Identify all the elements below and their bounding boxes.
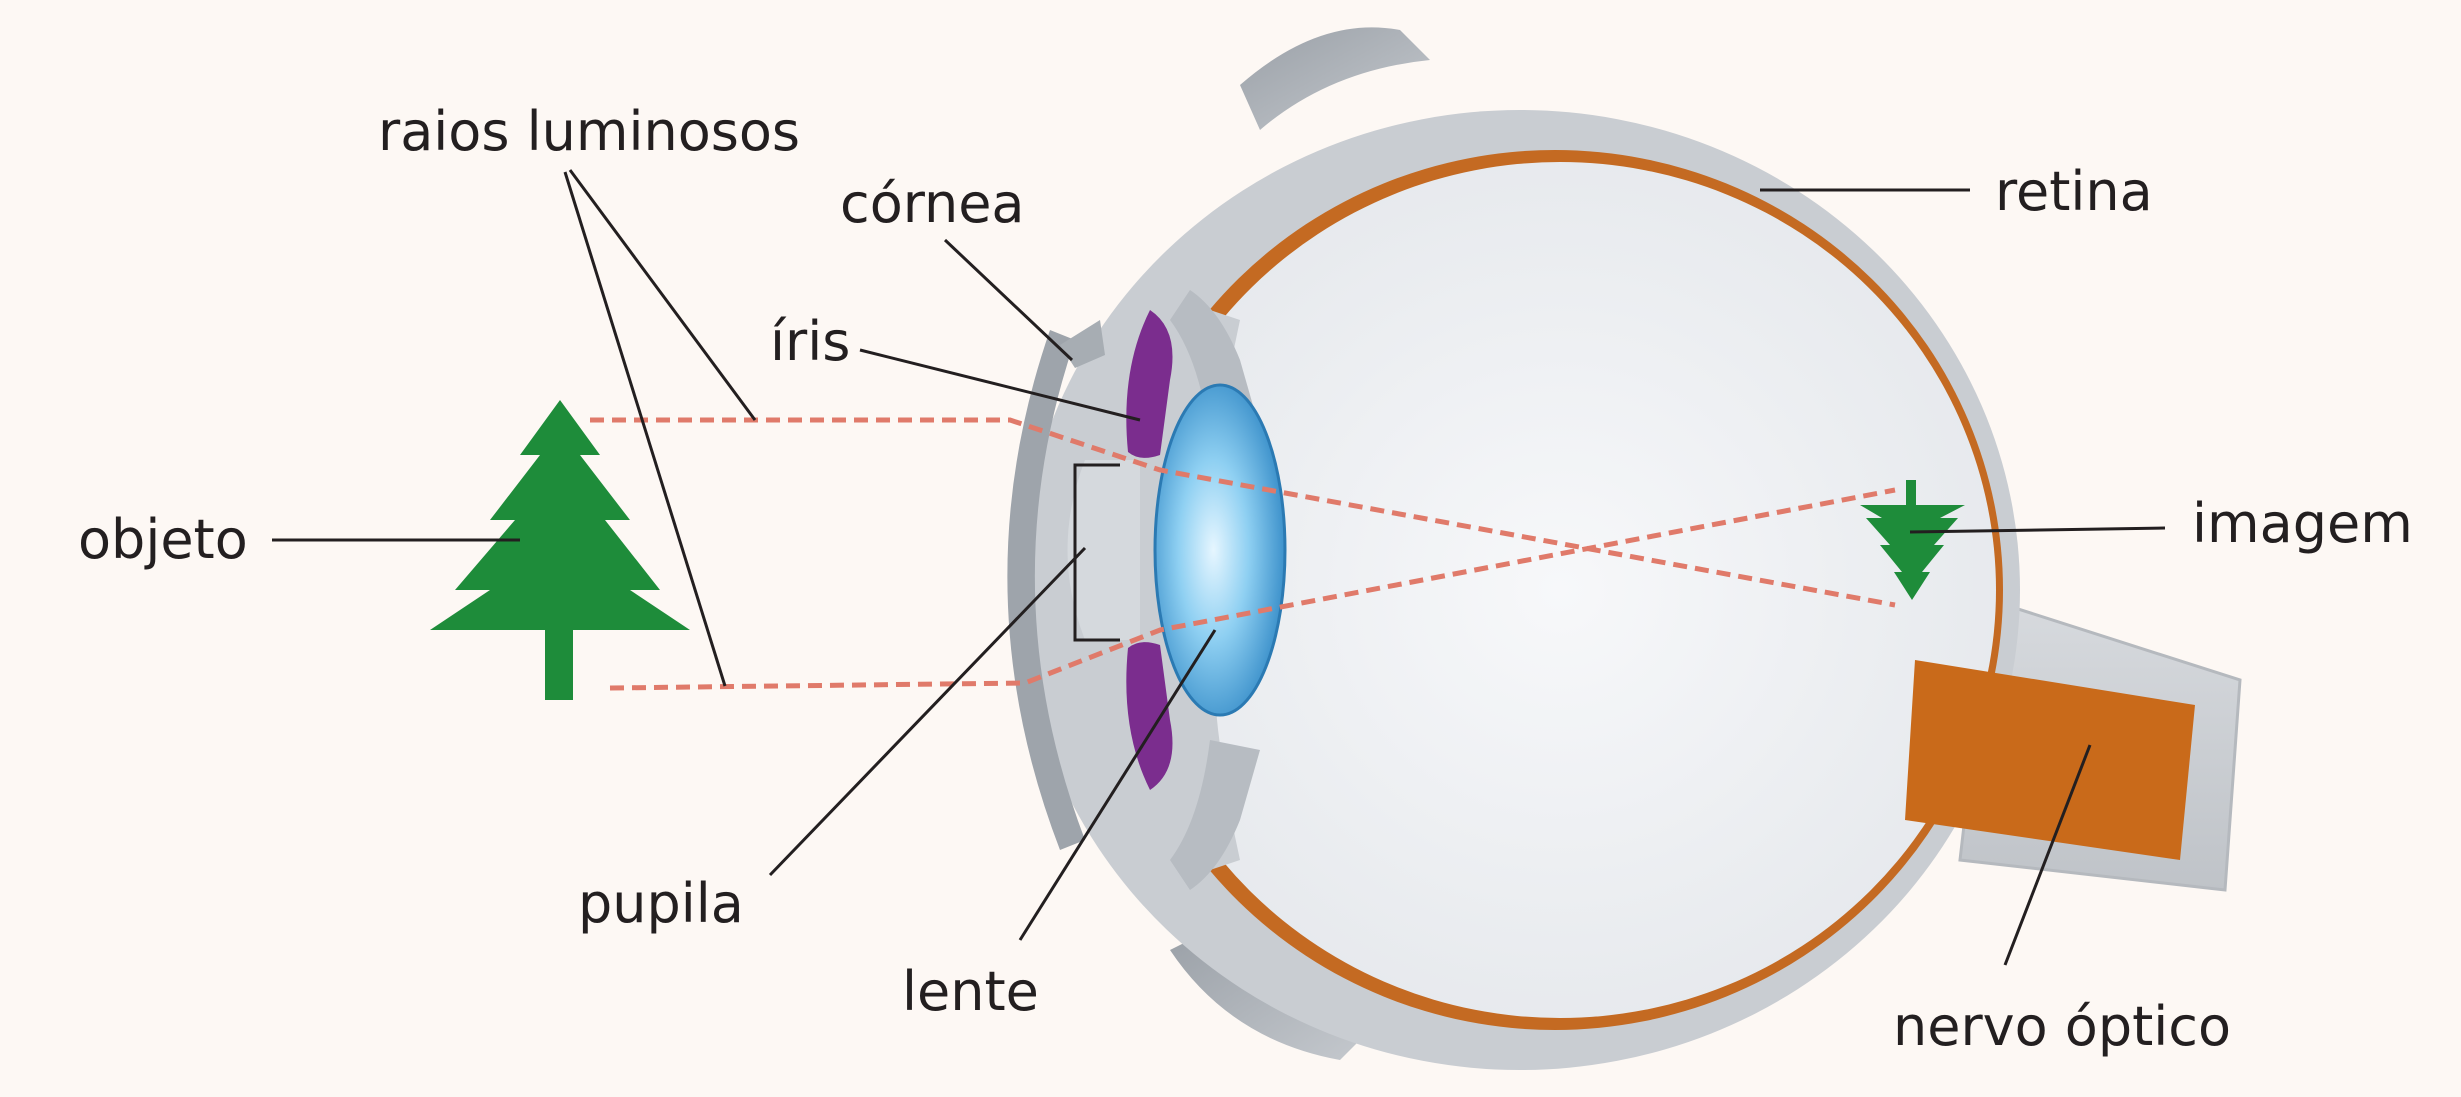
label-object: objeto [78,508,248,571]
label-cornea: córnea [840,172,1025,235]
label-pupil: pupila [578,872,744,935]
label-lens: lente [902,960,1039,1023]
pupil-area [1068,460,1141,640]
lens [1155,385,1285,715]
label-optic-nerve: nervo óptico [1893,995,2231,1058]
label-light-rays: raios luminosos [378,100,800,163]
label-image: imagem [2192,492,2413,555]
label-iris: íris [770,310,850,373]
label-retina: retina [1995,160,2153,223]
